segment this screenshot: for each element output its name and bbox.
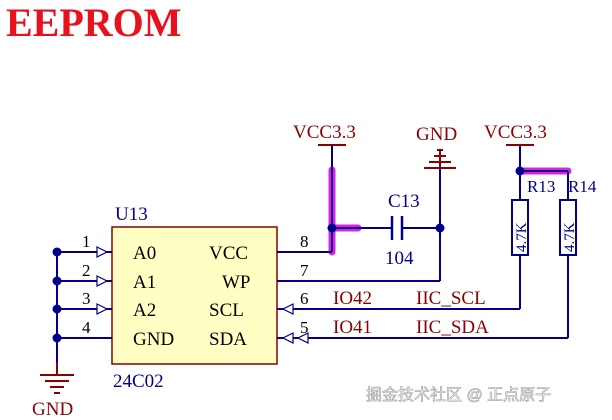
pin-number-4: 4	[82, 318, 91, 337]
gnd-bottom-symbol	[40, 362, 74, 394]
cap-value-label: 104	[385, 248, 414, 269]
resistor-r13-value: 4.7K	[514, 222, 530, 252]
net-io-sda: IO41	[333, 317, 372, 338]
pin6-marker	[281, 303, 294, 315]
pin-markers-right	[281, 303, 309, 344]
pin3-marker	[96, 303, 109, 315]
pin-name-scl: SCL	[209, 300, 244, 321]
pin-number-3: 3	[82, 289, 91, 308]
cap-ref-label: C13	[388, 191, 420, 212]
pin-number-6: 6	[300, 289, 309, 308]
vcc-left-label: VCC3.3	[293, 122, 356, 143]
page-title: EEPROM	[6, 0, 182, 45]
pin-name-gnd: GND	[133, 329, 174, 350]
pin-name-wp: WP	[222, 272, 251, 293]
gnd-top-symbol	[424, 149, 456, 169]
watermark-text: 掘金技术社区 @ 正点原子	[366, 386, 551, 404]
resistor-r14-value: 4.7K	[562, 222, 578, 252]
wires	[56, 145, 569, 375]
resistor-r13-ref: R13	[527, 177, 555, 196]
pin-number-8: 8	[300, 232, 309, 251]
pin-name-sda: SDA	[209, 329, 247, 350]
pin-number-7: 7	[300, 261, 309, 280]
junction	[52, 304, 62, 314]
resistors	[511, 199, 577, 256]
chip-body	[111, 226, 278, 365]
pin-markers-left	[96, 246, 109, 315]
resistor-r13-body	[511, 199, 529, 256]
junction	[52, 247, 62, 257]
junction	[327, 223, 337, 233]
pin-number-5: 5	[300, 318, 309, 337]
pin-name-a1: A1	[133, 272, 156, 293]
junction	[515, 166, 525, 176]
capacitor-c13	[390, 216, 404, 240]
pin1-marker	[96, 246, 109, 258]
pin5-marker-2	[296, 332, 309, 344]
pin-name-a0: A0	[133, 243, 156, 264]
chip-ref-label: U13	[115, 204, 148, 225]
net-name-scl: IIC_SCL	[416, 288, 486, 309]
junction	[52, 333, 62, 343]
gnd-bottom-label: GND	[32, 399, 73, 420]
gnd-top-label: GND	[416, 124, 457, 145]
vcc-right-label: VCC3.3	[484, 122, 547, 143]
resistor-r14-body	[559, 199, 577, 256]
net-name-sda: IIC_SDA	[416, 317, 489, 338]
junction	[52, 276, 62, 286]
resistor-r14-ref: R14	[568, 177, 597, 196]
chip-part-label: 24C02	[113, 371, 164, 392]
pin2-marker	[96, 275, 109, 287]
pin5-marker	[281, 332, 294, 344]
pin-name-vcc: VCC	[209, 243, 248, 264]
pin-number-1: 1	[82, 232, 91, 251]
junctions	[52, 166, 525, 343]
junction	[435, 223, 445, 233]
pin-number-2: 2	[82, 261, 91, 280]
pin-name-a2: A2	[133, 300, 156, 321]
net-io-scl: IO42	[333, 288, 372, 309]
